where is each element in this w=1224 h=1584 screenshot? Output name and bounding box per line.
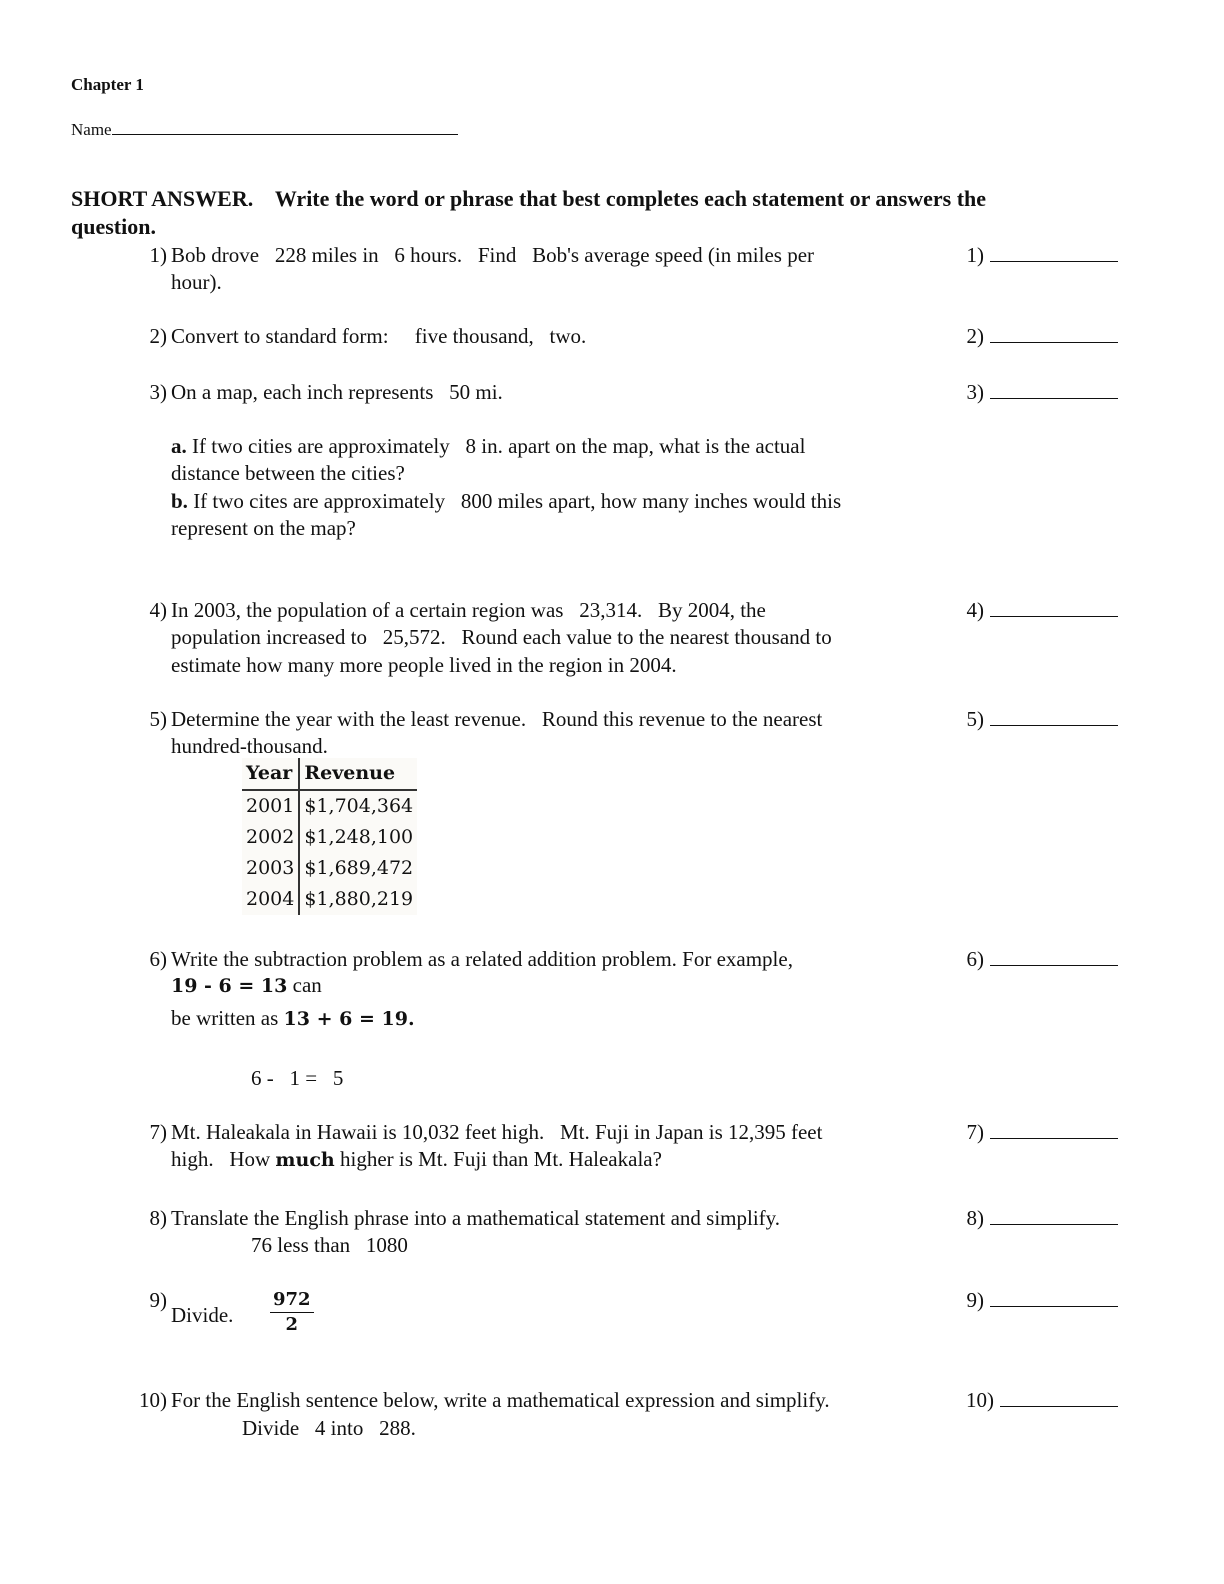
answer-blank[interactable]: 10)	[952, 1388, 1122, 1412]
table-header: Revenue	[299, 758, 418, 791]
revenue-cell: $1,880,219	[304, 888, 414, 910]
question-text: hundred-thousand.	[171, 734, 328, 758]
question-number: 3)	[149, 380, 168, 404]
section-instructions: SHORT ANSWER. Write the word or phrase t…	[71, 186, 987, 211]
question-number: 7)	[149, 1120, 168, 1144]
revenue-cell: $1,704,364	[304, 795, 414, 817]
year-cell: 2003	[242, 853, 301, 884]
question-text: Write the subtraction problem as a relat…	[171, 947, 793, 971]
question-text: Divide.	[171, 1303, 234, 1327]
table-header: Year	[242, 758, 301, 791]
answer-blank[interactable]: 1)	[952, 243, 1122, 267]
question-text: On a map, each inch represents 50 mi.	[171, 380, 503, 404]
question-number: 6)	[149, 947, 168, 971]
table-row: 2003$1,689,472	[242, 853, 417, 884]
name-label: Name	[71, 120, 112, 139]
table-row: 2002$1,248,100	[242, 822, 417, 853]
question-text: For the English sentence below, write a …	[171, 1388, 830, 1412]
table-row: 2001$1,704,364	[242, 790, 417, 822]
part-a-text: a. If two cities are approximately 8 in.…	[171, 434, 806, 458]
question-text: Bob drove 228 miles in 6 hours. Find Bob…	[171, 243, 815, 267]
question-text: In 2003, the population of a certain reg…	[171, 598, 766, 622]
question-number: 2)	[149, 324, 168, 348]
answer-blank[interactable]: 3)	[952, 380, 1122, 404]
question-text: population increased to 25,572. Round ea…	[171, 625, 832, 649]
question-text: Mt. Haleakala in Hawaii is 10,032 feet h…	[171, 1120, 823, 1144]
question-number: 10)	[139, 1388, 167, 1412]
example-equation: 19 - 6 = 13 can	[171, 973, 322, 997]
question-text: hour).	[171, 270, 222, 294]
year-cell: 2002	[242, 822, 301, 853]
year-cell: 2001	[242, 790, 301, 822]
question-text: estimate how many more people lived in t…	[171, 653, 677, 677]
part-a-text: distance between the cities?	[171, 461, 405, 485]
numerator: 972	[270, 1288, 314, 1313]
question-number: 9)	[149, 1288, 168, 1312]
answer-blank[interactable]: 5)	[952, 707, 1122, 731]
part-b-text: represent on the map?	[171, 516, 356, 540]
name-field[interactable]: Name	[71, 118, 458, 142]
question-number: 8)	[149, 1206, 168, 1230]
part-b-text: b. If two cites are approximately 800 mi…	[171, 489, 842, 513]
question-number: 1)	[149, 243, 168, 267]
answer-blank[interactable]: 8)	[952, 1206, 1122, 1230]
question-text: Translate the English phrase into a math…	[171, 1206, 781, 1230]
question-text: Determine the year with the least revenu…	[171, 707, 823, 731]
question-phrase: 76 less than 1080	[251, 1233, 408, 1257]
section-instructions-cont: question.	[71, 214, 156, 239]
answer-blank[interactable]: 9)	[952, 1288, 1122, 1312]
answer-blank[interactable]: 2)	[952, 324, 1122, 348]
question-number: 4)	[149, 598, 168, 622]
question-text: high. How much higher is Mt. Fuji than M…	[171, 1147, 662, 1171]
problem-equation: 6 - 1 = 5	[251, 1066, 344, 1090]
answer-blank[interactable]: 7)	[952, 1120, 1122, 1144]
denominator: 2	[285, 1314, 299, 1335]
revenue-cell: $1,248,100	[304, 826, 414, 848]
revenue-cell: $1,689,472	[304, 857, 414, 879]
question-number: 5)	[149, 707, 168, 731]
table-row: 2004$1,880,219	[242, 884, 417, 915]
question-sentence: Divide 4 into 288.	[242, 1416, 416, 1440]
example-rewrite: be written as 13 + 6 = 19.	[171, 1006, 415, 1030]
answer-blank[interactable]: 6)	[952, 947, 1122, 971]
chapter-title: Chapter 1	[71, 75, 144, 94]
year-cell: 2004	[242, 884, 301, 915]
answer-blank[interactable]: 4)	[952, 598, 1122, 622]
question-text: Convert to standard form: five thousand,…	[171, 324, 587, 348]
